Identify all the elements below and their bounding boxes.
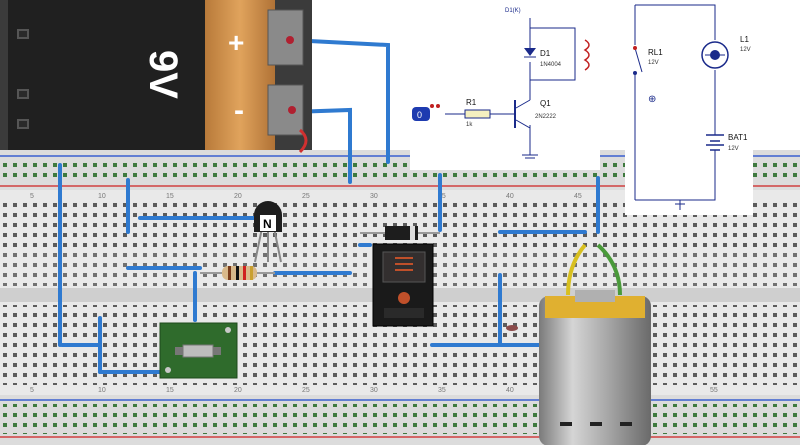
col-number-top: 15 [166, 193, 174, 200]
push-button[interactable] [159, 322, 238, 379]
col-number: 30 [370, 387, 378, 394]
col-number-top: 40 [506, 193, 514, 200]
resistor[interactable] [200, 266, 275, 280]
battery-plus-label: + [228, 27, 244, 58]
col-number-top: 30 [370, 193, 378, 200]
col-number: 25 [302, 387, 310, 394]
col-number-top: 25 [302, 193, 310, 200]
rl1-value: 12V [648, 60, 659, 66]
svg-text:⊕: ⊕ [648, 94, 656, 105]
schematic-right: ⊕ RL1 12V L1 12V BAT1 12V [625, 0, 753, 215]
col-number: 15 [166, 387, 174, 394]
d1-value: 1N4004 [540, 62, 562, 68]
rl1-name: RL1 [648, 48, 663, 57]
schematic-input-label: 0 [417, 110, 422, 120]
small-component [506, 325, 518, 331]
col-number: 10 [98, 387, 106, 394]
relay[interactable] [372, 243, 434, 327]
battery-voltage-label: 9V [141, 50, 185, 99]
col-number-top: 10 [98, 193, 106, 200]
col-number-top: 45 [574, 193, 582, 200]
col-number: 20 [234, 387, 242, 394]
col-number: 5 [30, 387, 34, 394]
r1-value: 1k [466, 122, 473, 128]
col-number: 40 [506, 387, 514, 394]
col-number-top: 5 [30, 193, 34, 200]
transistor-mark: N [263, 217, 272, 231]
bat1-name: BAT1 [728, 133, 748, 142]
d1k-label: D1(K) [505, 8, 521, 14]
l1-name: L1 [740, 35, 749, 44]
q1-value: 2N2222 [535, 114, 557, 120]
l1-value: 12V [740, 47, 751, 53]
schematic-left: 0 R1 1k Q1 2N2222 D1 1N4004 D1(K) [410, 0, 600, 170]
dc-motor[interactable] [539, 243, 651, 445]
bat1-value: 12V [728, 146, 739, 152]
battery-minus-label: - [234, 94, 244, 127]
col-number-top: 20 [234, 193, 242, 200]
q1-name: Q1 [540, 99, 551, 108]
diode[interactable] [360, 226, 440, 240]
col-number: 55 [710, 387, 718, 394]
transistor-npn[interactable]: N [254, 201, 282, 263]
col-number: 35 [438, 387, 446, 394]
battery-9v[interactable]: + - 9V [0, 0, 312, 154]
r1-name: R1 [466, 98, 477, 107]
d1-name: D1 [540, 49, 551, 58]
